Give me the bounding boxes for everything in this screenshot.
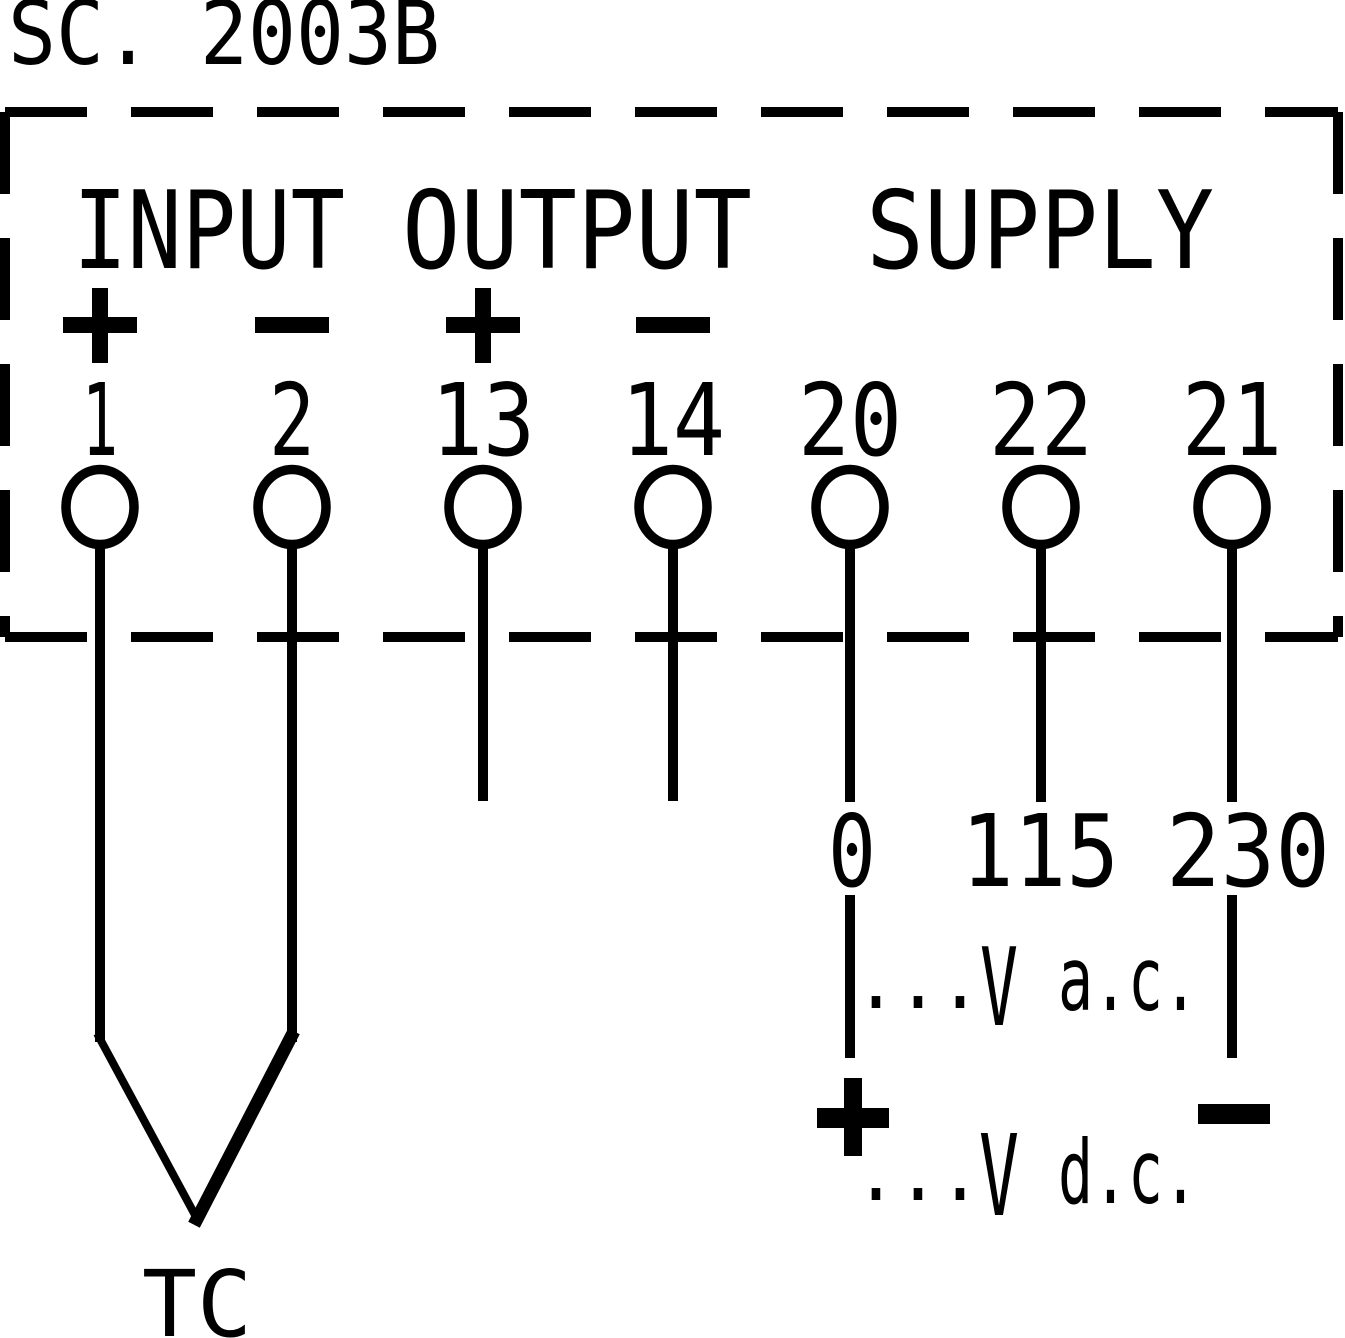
output-label: OUTPUT bbox=[402, 169, 752, 294]
ac-volt-symbol: V bbox=[980, 926, 1018, 1051]
terminal-circle-13 bbox=[444, 464, 522, 550]
ac-unit: a.c. bbox=[1058, 928, 1198, 1031]
terminal-number-14: 14 bbox=[621, 362, 725, 479]
terminal-circle-14 bbox=[634, 464, 712, 550]
input-minus-icon bbox=[255, 317, 329, 333]
thermocouple-leg-right bbox=[188, 1028, 300, 1228]
dc-volt-symbol: V bbox=[979, 1112, 1019, 1242]
input-label: INPUT bbox=[73, 169, 345, 294]
terminal-circle-2 bbox=[253, 464, 331, 550]
terminal-number-20: 20 bbox=[798, 362, 902, 479]
input-plus-icon bbox=[63, 288, 137, 363]
terminal-number-13: 13 bbox=[431, 362, 535, 479]
terminal-number-21: 21 bbox=[1182, 362, 1282, 479]
thermocouple-label: TC bbox=[142, 1251, 252, 1338]
dc-voltage-annotation: ... V d.c. bbox=[817, 1078, 1270, 1242]
terminal-number-22: 22 bbox=[989, 362, 1093, 479]
dc-plus-icon bbox=[817, 1078, 889, 1156]
ac-dots: ... bbox=[855, 934, 981, 1027]
terminal-circle-22 bbox=[1002, 464, 1080, 550]
terminal-number-1: 1 bbox=[82, 362, 118, 479]
dc-minus-icon bbox=[1198, 1104, 1270, 1124]
output-minus-icon bbox=[636, 317, 710, 333]
drawing-title: SC. 2003B bbox=[8, 0, 440, 85]
terminal-circle-20 bbox=[811, 464, 889, 550]
output-plus-icon bbox=[446, 288, 520, 363]
thermocouple-leg-left bbox=[93, 1031, 201, 1221]
terminal-number-2: 2 bbox=[269, 362, 315, 479]
ac-voltage-annotation: ... V a.c. bbox=[855, 926, 1198, 1051]
terminal-circle-21 bbox=[1193, 464, 1271, 550]
dc-unit: d.c. bbox=[1058, 1121, 1198, 1224]
terminal-circle-1 bbox=[61, 464, 139, 550]
supply-label: SUPPLY bbox=[866, 169, 1214, 294]
terminal-circles bbox=[61, 464, 1271, 550]
thermocouple-symbol bbox=[93, 1028, 300, 1228]
terminal-leads bbox=[95, 548, 1237, 1058]
dc-dots: ... bbox=[855, 1126, 981, 1219]
supply-tap-115: 115 bbox=[961, 793, 1119, 910]
supply-tap-0: 0 bbox=[828, 793, 876, 910]
supply-tap-230: 230 bbox=[1166, 793, 1330, 910]
